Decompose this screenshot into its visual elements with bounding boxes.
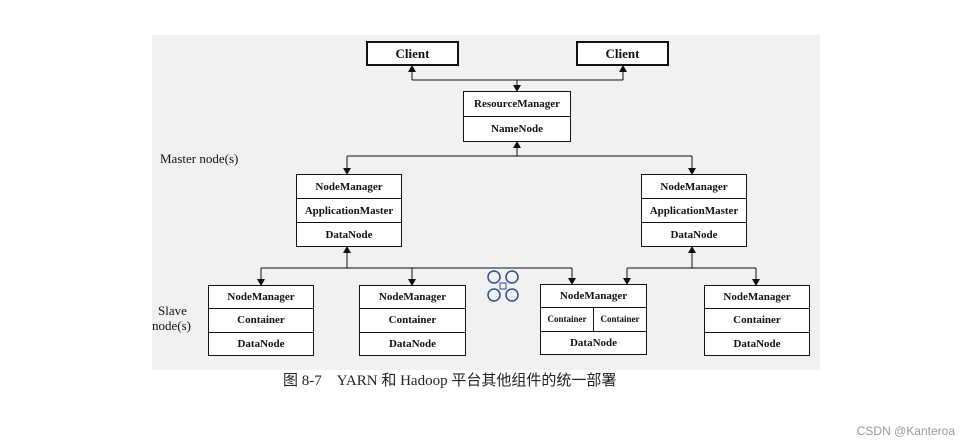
master-node-box-left: NodeManager ApplicationMaster DataNode [296, 174, 402, 247]
node-manager-label: NodeManager [315, 180, 383, 193]
namenode-label: NameNode [464, 116, 570, 141]
datanode-label: DataNode [642, 222, 746, 246]
slave-node-box-4: NodeManager Container DataNode [704, 285, 810, 356]
application-master-label: ApplicationMaster [642, 198, 746, 222]
master-nodes-label: Master node(s) [160, 151, 239, 166]
node-manager-label: NodeManager [378, 291, 447, 304]
slave-node-box-3: NodeManager Container Container DataNode [540, 284, 647, 355]
resource-manager-label: ResourceManager [474, 98, 560, 110]
client-label: Client [605, 45, 640, 61]
node-manager-label: NodeManager [559, 290, 628, 303]
slave-node-box-2: NodeManager Container DataNode [359, 285, 466, 356]
master-node-box-right: NodeManager ApplicationMaster DataNode [641, 174, 747, 247]
circle-cluster-icon [487, 270, 519, 302]
container-split-row: Container Container [541, 307, 646, 331]
watermark: CSDN @Kanteroa [856, 424, 955, 438]
datanode-label: DataNode [541, 330, 646, 354]
client-label: Client [395, 45, 430, 61]
node-manager-label: NodeManager [227, 291, 295, 304]
container-label: Container [705, 308, 809, 331]
node-manager-label: NodeManager [723, 291, 791, 304]
datanode-label: DataNode [360, 331, 465, 355]
container-label: Container [547, 314, 587, 325]
datanode-label: DataNode [209, 331, 313, 355]
container-label: Container [209, 308, 313, 331]
datanode-label: DataNode [297, 222, 401, 246]
container-label: Container [593, 308, 646, 331]
node-manager-label: NodeManager [660, 180, 728, 193]
slave-nodes-label-line2: node(s) [152, 318, 191, 333]
container-label: Container [360, 308, 465, 331]
slave-node-box-1: NodeManager Container DataNode [208, 285, 314, 356]
datanode-label: DataNode [705, 331, 809, 355]
resource-manager-box: ResourceManager NameNode [463, 91, 571, 142]
slave-nodes-label-line1: Slave [158, 303, 187, 318]
client-box-right: Client [576, 41, 669, 66]
figure-caption: 图 8-7 YARN 和 Hadoop 平台其他组件的统一部署 [283, 373, 617, 389]
client-box-left: Client [366, 41, 459, 66]
application-master-label: ApplicationMaster [297, 198, 401, 222]
